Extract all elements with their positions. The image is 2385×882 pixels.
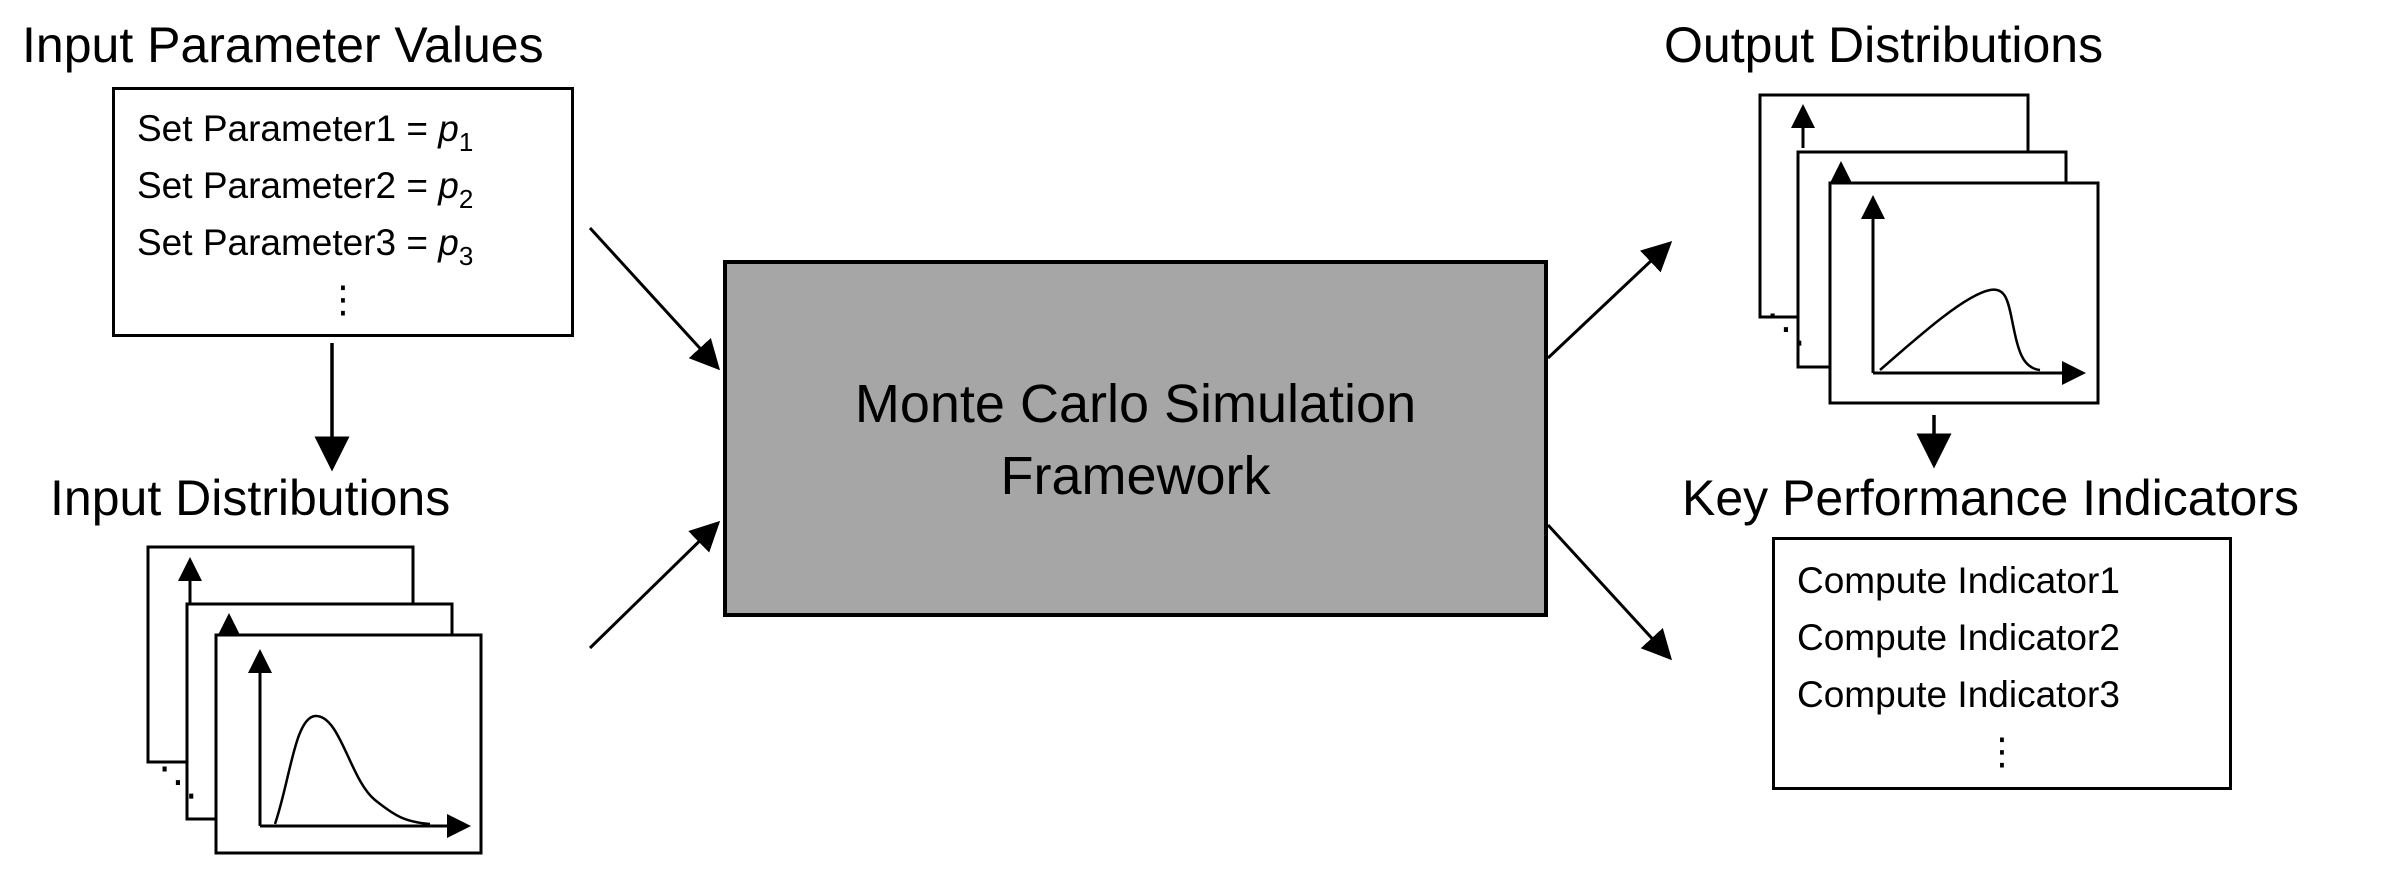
input-parameter-values-box: Set Parameter1 = p1 Set Parameter2 = p2 … xyxy=(112,87,574,337)
arrow-params-to-framework xyxy=(588,226,721,371)
output-distribution-stack: ⋱ xyxy=(1758,93,2100,405)
output-distributions-title: Output Distributions xyxy=(1664,17,2104,73)
framework-label-line-1: Monte Carlo Simulation xyxy=(854,374,1417,434)
monte-carlo-framework-label: Monte Carlo Simulation Framework xyxy=(723,368,1548,512)
output-distribution-curve xyxy=(1879,288,2041,372)
indicator-ellipsis: ⋮ xyxy=(1983,731,2021,772)
parameter-line-3-var: p xyxy=(438,222,459,263)
key-performance-indicators-box: Compute Indicator1 Compute Indicator2 Co… xyxy=(1772,537,2232,790)
indicator-line-3: Compute Indicator3 xyxy=(1797,674,2120,715)
parameter-line-2-text: Set Parameter2 = xyxy=(137,165,439,206)
input-distribution-curve xyxy=(273,714,431,826)
output-distribution-card-front xyxy=(1828,181,2100,405)
input-distributions-title: Input Distributions xyxy=(50,470,451,526)
input-parameter-values-title: Input Parameter Values xyxy=(22,17,544,73)
parameter-line-1-var: p xyxy=(438,108,459,149)
parameter-line-1-sub: 1 xyxy=(458,127,474,157)
input-distribution-ellipsis: ⋱ xyxy=(158,759,198,805)
parameter-line-1-text: Set Parameter1 = xyxy=(137,108,439,149)
input-distribution-stack: ⋱ xyxy=(146,545,483,855)
parameter-ellipsis: ⋮ xyxy=(324,279,362,320)
input-distribution-card-front xyxy=(214,633,483,855)
indicator-line-1: Compute Indicator1 xyxy=(1797,560,2120,601)
parameter-line-2: Set Parameter2 = p2 xyxy=(137,157,571,214)
indicator-line-2: Compute Indicator2 xyxy=(1797,617,2120,658)
parameter-line-3-text: Set Parameter3 = xyxy=(137,222,439,263)
key-performance-indicators-title: Key Performance Indicators xyxy=(1682,470,2299,526)
arrow-framework-to-output-dist xyxy=(1546,240,1673,360)
parameter-line-3: Set Parameter3 = p3 xyxy=(137,214,571,271)
parameter-line-1: Set Parameter1 = p1 xyxy=(137,100,571,157)
arrow-input-dist-to-framework xyxy=(588,520,721,650)
arrow-framework-to-kpi xyxy=(1546,523,1673,661)
parameter-line-3-sub: 3 xyxy=(458,241,474,271)
output-distribution-ellipsis: ⋱ xyxy=(1766,306,1806,352)
monte-carlo-framework-box xyxy=(723,260,1548,617)
parameter-line-2-var: p xyxy=(438,165,459,206)
parameter-line-2-sub: 2 xyxy=(458,184,474,214)
framework-label-line-2: Framework xyxy=(1000,446,1271,506)
